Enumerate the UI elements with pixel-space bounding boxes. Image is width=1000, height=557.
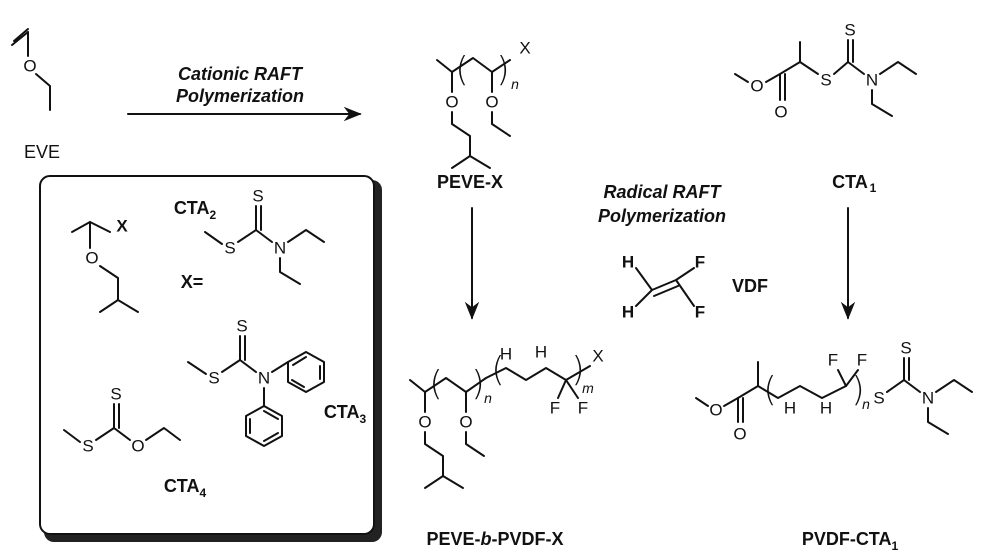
radical-label-1: Radical RAFT [603, 182, 722, 202]
vdf-label: VDF [732, 276, 768, 296]
atom-x: X [519, 39, 530, 58]
atom-s: S [110, 385, 121, 404]
eve-label: EVE [24, 142, 60, 162]
atom-o: O [23, 57, 36, 76]
subscript-n: n [862, 396, 870, 412]
peve-b-pvdf-x-label: PEVE-b-PVDF-X [426, 529, 563, 549]
radical-raft-conditions: Radical RAFT Polymerization H H F F VDF [598, 182, 768, 322]
cationic-raft-arrow: Cationic RAFT Polymerization [127, 64, 362, 122]
paren-close: ) [851, 370, 864, 410]
atom-h: H [500, 345, 512, 364]
x-equals-label: X= [181, 272, 204, 292]
atom-x: X [592, 347, 603, 366]
atom-h: H [622, 253, 634, 272]
x-atom: X [116, 217, 128, 236]
cta2-label: CTA2 [174, 198, 217, 222]
atom-s: S [873, 389, 884, 408]
paren-close: ) [571, 350, 584, 390]
atom-f: F [578, 399, 588, 418]
atom-s: S [236, 317, 247, 336]
peve-x-structure: ( ) n X O O PEVE-X [436, 39, 531, 320]
cta-box: X O X= CTA2 S S N S S N CTA3 S S O CTA4 [39, 175, 382, 542]
paren-open: ( [455, 50, 468, 90]
atom-h: H [535, 343, 547, 362]
cationic-label-1: Cationic RAFT [178, 64, 304, 84]
atom-s: S [252, 187, 263, 206]
atom-s: S [844, 21, 855, 40]
atom-o: O [131, 437, 144, 456]
eve-structure: O EVE [11, 28, 60, 162]
atom-o: O [418, 413, 431, 432]
subscript-n: n [511, 76, 519, 92]
pvdf-cta1-structure: O O ( H H F F ) n S S N PVDF-CTA1 [695, 339, 973, 553]
subscript-n: n [484, 390, 492, 406]
atom-f: F [828, 351, 838, 370]
peve-b-pvdf-x-structure: ( ) n ( H H F F ) m X O O PEVE-b-PVDF-X [409, 343, 604, 549]
cta1-label: CTA [832, 172, 868, 192]
cta4-label: CTA4 [164, 476, 207, 500]
cta1-structure: O O S S N CTA 1 [734, 21, 917, 320]
atom-o: O [733, 425, 746, 444]
atom-n: N [274, 239, 286, 258]
atom-s: S [820, 71, 831, 90]
pvdf-cta1-label: PVDF-CTA1 [802, 529, 899, 553]
atom-f: F [550, 399, 560, 418]
atom-n: N [922, 389, 934, 408]
atom-o: O [750, 77, 763, 96]
phenyl-ring [287, 351, 325, 393]
atom-s: S [82, 437, 93, 456]
cta1-subscript: 1 [870, 181, 877, 195]
atom-f: F [695, 303, 705, 322]
atom-h: H [622, 303, 634, 322]
atom-h: H [820, 399, 832, 418]
atom-o: O [774, 103, 787, 122]
atom-o: O [459, 413, 472, 432]
atom-f: F [695, 253, 705, 272]
atom-n: N [258, 369, 270, 388]
cta3-label: CTA3 [324, 402, 367, 426]
atom-s: S [224, 239, 235, 258]
atom-o: O [709, 401, 722, 420]
atom-s: S [900, 339, 911, 358]
paren-close: ) [496, 50, 509, 90]
atom-n: N [866, 71, 878, 90]
phenyl-ring [245, 405, 283, 447]
subscript-m: m [582, 380, 594, 396]
atom-o: O [445, 93, 458, 112]
peve-x-label: PEVE-X [437, 172, 503, 192]
atom-o: O [85, 249, 98, 268]
atom-o: O [485, 93, 498, 112]
atom-s: S [208, 369, 219, 388]
paren-open: ( [491, 350, 504, 390]
radical-label-2: Polymerization [598, 206, 726, 226]
atom-h: H [784, 399, 796, 418]
cationic-label-2: Polymerization [176, 86, 304, 106]
atom-f: F [857, 351, 867, 370]
paren-open: ( [763, 370, 776, 410]
